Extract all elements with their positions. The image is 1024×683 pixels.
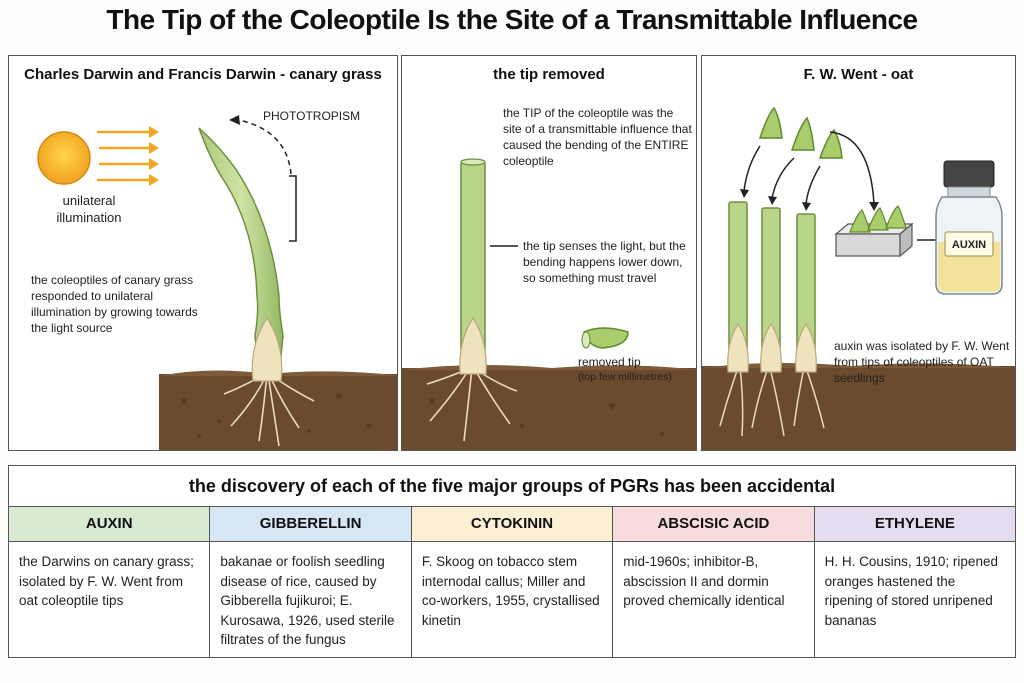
column-text: F. Skoog on tobacco stem internodal call…: [421, 554, 600, 628]
went-panel-title: F. W. Went - oat: [803, 66, 914, 83]
tip-removed-panel: the tip removed the TIP of the coleoptil…: [401, 55, 697, 451]
went-panel: F. W. Went - oat: [701, 55, 1016, 451]
bottle-label: AUXIN: [951, 239, 987, 251]
column-header: ETHYLENE: [814, 507, 1016, 542]
illumination-label: unilateral illumination: [56, 193, 122, 225]
removed-tip-detail: (top few millimetres): [578, 371, 672, 383]
removed-tip-label: removed tip: [578, 355, 641, 369]
coleoptile-icon: [198, 127, 284, 377]
phototropism-label: PHOTOTROPISM: [263, 109, 361, 123]
column-header: GIBBERELLIN: [210, 507, 411, 542]
table-heading: the discovery of each of the five major …: [9, 466, 1015, 507]
removed-tip-icon: [583, 327, 629, 349]
darwin-illustration: [37, 115, 397, 450]
column-text: H. H. Cousins, 1910; ripened oranges has…: [824, 554, 998, 628]
column-header: ABSCISIC ACID: [613, 507, 814, 542]
went-illustration: [702, 106, 1015, 450]
tip-removed-note-1: the TIP of the coleoptile was the site o…: [503, 106, 692, 168]
went-note: auxin was isolated by F. W. Went from ti…: [834, 339, 1010, 385]
table-column-abscisic-acid: ABSCISIC ACID mid-1960s; inhibitor-B, ab…: [613, 507, 815, 657]
column-text: bakanae or foolish seedling disease of r…: [220, 554, 395, 647]
column-header: AUXIN: [9, 507, 210, 542]
soil: [702, 366, 1015, 450]
curve-arrow-icon: [238, 119, 292, 175]
darwin-panel-title: Charles Darwin and Francis Darwin - cana…: [24, 66, 382, 83]
decapitated-coleoptiles-icon: [728, 201, 816, 363]
column-header: CYTOKININ: [411, 507, 613, 542]
darwin-panel: Charles Darwin and Francis Darwin - cana…: [8, 55, 398, 451]
column-text: mid-1960s; inhibitor-B, abscission II an…: [623, 554, 785, 608]
table-column-cytokinin: CYTOKININ F. Skoog on tobacco stem inter…: [411, 507, 614, 657]
soil: [402, 368, 696, 450]
bracket-icon: [289, 175, 297, 242]
tip-removed-note-2: the tip senses the light, but the bendin…: [523, 239, 686, 285]
table-column-auxin: AUXIN the Darwins on canary grass; isola…: [9, 507, 211, 657]
page-title: The Tip of the Coleoptile Is the Site of…: [106, 4, 918, 35]
tip-removed-title: the tip removed: [493, 66, 605, 83]
auxin-bottle-icon: [935, 160, 1003, 295]
oat-tips-icon: [758, 106, 843, 159]
table-column-ethylene: ETHYLENE H. H. Cousins, 1910; ripened or…: [814, 507, 1016, 657]
tip-removed-illustration: [402, 158, 696, 450]
sun-icon: [37, 131, 91, 185]
column-text: the Darwins on canary grass; isolated by…: [19, 554, 194, 608]
table-column-gibberellin: GIBBERELLIN bakanae or foolish seedling …: [210, 507, 412, 657]
roots-icon: [719, 367, 825, 437]
pgr-discovery-table: the discovery of each of the five major …: [8, 465, 1016, 658]
agar-block-icon: [834, 205, 914, 258]
light-arrows-icon: [97, 126, 159, 186]
darwin-note: the coleoptiles of canary grass responde…: [31, 273, 198, 335]
